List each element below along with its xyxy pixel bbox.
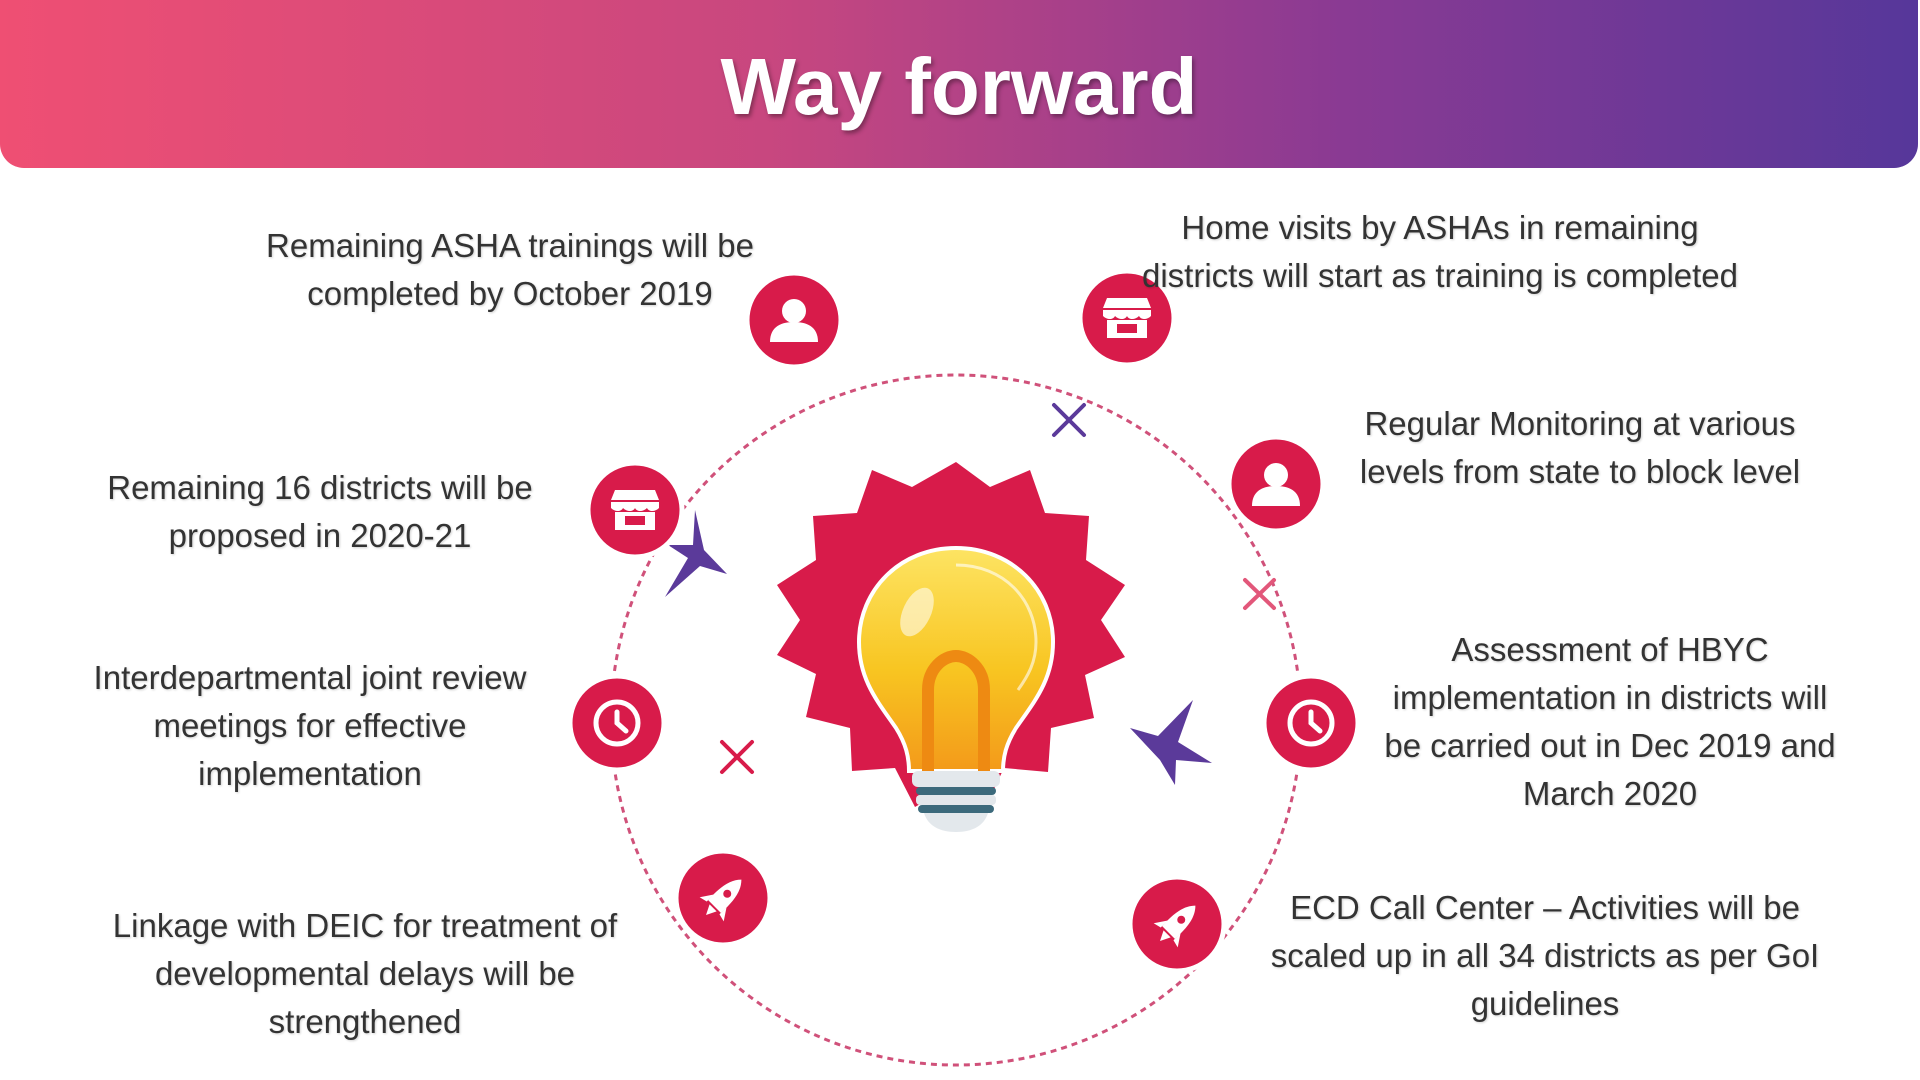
node-clock-left — [567, 673, 667, 773]
item-remaining-districts: Remaining 16 districts will be proposed … — [107, 469, 533, 554]
store-icon — [1103, 298, 1151, 338]
sparkle-cross-icon — [1243, 578, 1276, 610]
item-hbyc-assessment: Assessment of HBYC implementation in dis… — [1384, 631, 1836, 812]
item-home-visits: Home visits by ASHAs in remaining distri… — [1141, 209, 1739, 294]
store-icon — [611, 490, 659, 530]
lightbulb-icon — [856, 545, 1056, 832]
sparkle-star-icon — [665, 510, 727, 597]
rocket-icon — [699, 879, 742, 922]
title-banner: Way forward — [0, 0, 1918, 168]
clock-icon — [593, 699, 641, 747]
node-store-left — [585, 460, 685, 560]
item-deic-linkage: Linkage with DEIC for treatment of devel… — [112, 907, 618, 1040]
item-regular-monitoring: Regular Monitoring at various levels fro… — [1359, 405, 1801, 490]
node-clock-right — [1261, 673, 1361, 773]
sparkle-cross-icon — [1052, 403, 1086, 437]
user-icon — [1252, 463, 1300, 506]
item-interdepartmental-review: Interdepartmental joint review meetings … — [93, 659, 527, 792]
page-title: Way forward — [720, 42, 1198, 131]
user-icon — [770, 299, 818, 342]
node-user-right — [1226, 434, 1326, 534]
item-ecd-call-center: ECD Call Center – Activities will be sca… — [1270, 889, 1820, 1022]
node-rocket-bottom-left — [673, 848, 773, 948]
node-user-top-left — [744, 270, 844, 370]
sparkle-cross-icon — [720, 740, 754, 774]
rocket-icon — [1153, 905, 1196, 948]
item-asha-trainings: Remaining ASHA trainings will be complet… — [266, 227, 754, 312]
node-rocket-bottom-right — [1127, 874, 1227, 974]
clock-icon — [1287, 699, 1335, 747]
sparkle-star-icon — [1130, 700, 1212, 785]
node-store-top-right — [1077, 268, 1177, 368]
